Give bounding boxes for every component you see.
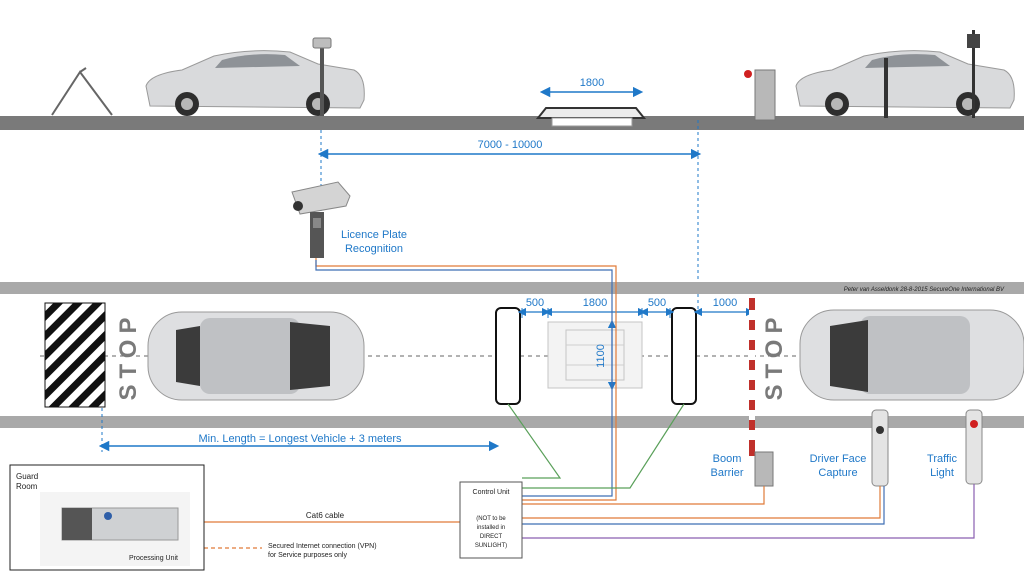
control-unit-note-2: installed in (477, 525, 505, 531)
guard-room-label-line1: Guard (16, 472, 38, 481)
side-view-road (0, 116, 1024, 130)
dim-gap-a: 500 (526, 297, 544, 309)
boom-barrier-side (744, 69, 776, 121)
face-capture-label-line1: Driver Face (810, 453, 867, 465)
vpn-label-line1: Secured Internet connection (VPN) (268, 543, 377, 550)
side-car-left (145, 50, 365, 116)
boom-barrier-housing (754, 451, 774, 487)
top-car-right (799, 309, 1024, 401)
dim-under-vehicle: 1800 (583, 297, 607, 309)
lpr-camera-icon (291, 181, 351, 258)
speed-bump-side (535, 107, 647, 127)
speed-bump-dimension: 1800 (580, 77, 604, 89)
lpr-camera-pole-side (312, 37, 332, 116)
loop-detector-1 (495, 307, 521, 405)
control-unit-note-1: (NOT to be (476, 516, 506, 522)
face-capture-pole-side (884, 58, 888, 118)
dim-width: 1100 (595, 344, 607, 368)
control-unit-title: Control Unit (473, 489, 510, 496)
top-car-left (147, 311, 365, 401)
control-unit-note-3: DIRECT (480, 534, 503, 540)
stop-marking-right: STOP (761, 312, 788, 401)
boom-barrier-label-line1: Boom (713, 453, 742, 465)
tire-killer-spike-icon (51, 67, 113, 116)
dim-to-barrier: 1000 (713, 297, 737, 309)
min-length-label: Min. Length = Longest Vehicle + 3 meters (198, 433, 402, 445)
spike-strip-pattern (44, 302, 106, 408)
boom-barrier-label-line2: Barrier (710, 467, 743, 479)
under-vehicle-scanner (547, 321, 643, 389)
top-road-edge-upper (0, 282, 1024, 294)
vpn-label-line2: for Service purposes only (268, 552, 347, 559)
camera-barrier-dimension: 7000 - 10000 (478, 139, 543, 151)
processing-unit-server-icon (40, 492, 190, 566)
guard-room-label-line2: Room (16, 482, 38, 491)
driver-face-capture-kiosk (871, 409, 889, 487)
lpr-label-line1: Licence Plate (341, 229, 407, 241)
loop-detector-2 (671, 307, 697, 405)
credit-text: Peter van Asseldonk 28-8-2015 SecureOne … (844, 287, 1005, 293)
traffic-light-pole-side (967, 30, 980, 118)
cat6-cable-label: Cat6 cable (306, 511, 345, 520)
top-road-edge-lower (0, 416, 1024, 428)
traffic-light-icon (965, 409, 983, 485)
traffic-light-label-line1: Traffic (927, 453, 957, 465)
side-car-right (795, 50, 1015, 116)
control-unit-box (459, 481, 523, 559)
lpr-label-line2: Recognition (345, 243, 403, 255)
face-capture-label-line2: Capture (818, 467, 857, 479)
control-unit-note-4: SUNLIGHT) (475, 543, 507, 549)
processing-unit-label: Processing Unit (129, 555, 178, 562)
boom-barrier-arm (749, 298, 755, 456)
dim-gap-b: 500 (648, 297, 666, 309)
cable-bundle (315, 258, 975, 539)
traffic-light-label-line2: Light (930, 467, 954, 479)
stop-marking-left: STOP (115, 312, 142, 401)
